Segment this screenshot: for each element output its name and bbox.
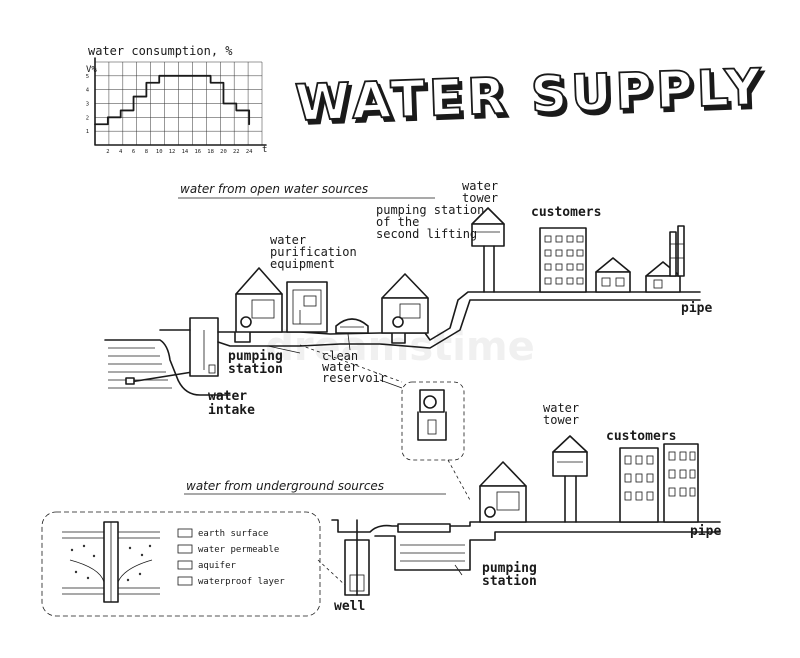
pipe-line xyxy=(217,299,701,349)
chart-x-tick: 24 xyxy=(246,149,253,155)
chart-x-tick: 22 xyxy=(233,149,240,155)
chart-y-tick: 2 xyxy=(86,115,89,121)
chart-x-tick: 8 xyxy=(145,149,148,155)
chart-axis-lines xyxy=(94,57,267,146)
chart-x-tick: 10 xyxy=(156,149,163,155)
chart-x-tick: 14 xyxy=(182,149,189,155)
legend-label: aquifer xyxy=(198,561,237,571)
reservoir-under xyxy=(397,523,451,533)
detail-pointer xyxy=(299,344,403,383)
intake-head xyxy=(125,377,135,385)
chart-y-ticks: 1 2 3 4 5 xyxy=(86,74,90,135)
pumping-station-building xyxy=(235,267,283,333)
open-water-section: water from open water sources xyxy=(104,179,712,418)
chart-x-tick: 6 xyxy=(132,149,135,155)
legend-label: water permeable xyxy=(198,545,279,555)
chart-series-line xyxy=(94,74,251,126)
chart-y-tick: 1 xyxy=(86,129,89,135)
ground-line xyxy=(159,291,701,344)
label-pipe-open: pipe xyxy=(681,301,712,316)
legend-swatch xyxy=(177,544,193,554)
second-lifting-station-building xyxy=(381,273,429,334)
river-bank xyxy=(104,339,231,396)
label-pipe-under: pipe xyxy=(690,524,721,539)
chart-title: water consumption, % xyxy=(88,44,233,58)
underground-section: water from underground sources xyxy=(184,401,721,614)
water-tower-open xyxy=(471,207,505,293)
legend-swatch xyxy=(177,528,193,538)
label-pointers xyxy=(267,333,403,389)
pipe-line-under xyxy=(374,531,721,571)
river-waves xyxy=(108,347,172,389)
customers-buildings-open xyxy=(539,225,685,293)
well-structure xyxy=(344,519,370,596)
underground-heading: water from underground sources xyxy=(186,479,384,493)
pumping-station-under xyxy=(479,461,527,523)
label-customers-under: customers xyxy=(606,429,676,444)
chart-y-tick: 4 xyxy=(86,88,90,94)
chart-y-tick: 3 xyxy=(86,102,89,108)
open-sources-heading: water from open water sources xyxy=(180,182,368,196)
water-tower-under xyxy=(552,435,588,523)
reservoir-water-lines xyxy=(400,544,465,562)
page-title: WATER SUPPLY WATER SUPPLY xyxy=(293,57,770,137)
chart-x-tick: 4 xyxy=(119,149,123,155)
customers-buildings-under xyxy=(619,443,699,523)
chart-x-tick: 20 xyxy=(220,149,227,155)
legend-label: waterproof layer xyxy=(198,577,285,587)
legend-box: earth surface water permeable aquifer water… xyxy=(41,511,321,617)
pump-detail-callout xyxy=(401,381,471,501)
legend-swatch xyxy=(177,560,193,570)
legend-pointer xyxy=(317,559,346,586)
chart-x-tick: 18 xyxy=(207,149,214,155)
chart-x-tick: 16 xyxy=(194,149,201,155)
clean-water-reservoir xyxy=(335,318,369,334)
label-well: well xyxy=(334,599,365,614)
purification-building xyxy=(286,281,328,333)
soil-crosssection xyxy=(62,521,160,603)
chart-ylabel: V% xyxy=(86,65,97,75)
chart-y-tick: 5 xyxy=(86,74,89,80)
chart-x-tick: 2 xyxy=(106,149,109,155)
chart-x-tick: 12 xyxy=(169,149,176,155)
legend-label: earth surface xyxy=(198,529,268,539)
label-customers-open: customers xyxy=(531,205,601,220)
chart-axes xyxy=(94,57,267,146)
legend-swatch xyxy=(177,576,193,586)
chart-xlabel: t xyxy=(262,145,267,155)
